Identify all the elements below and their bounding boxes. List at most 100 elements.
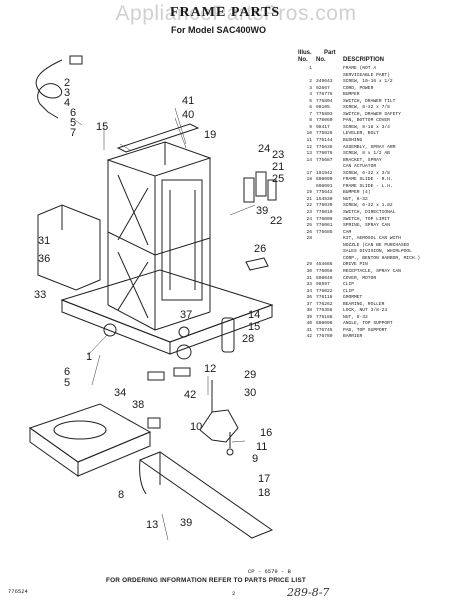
illus-cell: 30 — [306, 268, 312, 274]
part-no-cell: 775826 — [316, 131, 333, 137]
part-no-cell: 776009 — [316, 216, 333, 222]
spray-arm-assembly — [199, 409, 239, 443]
part-no-cell: 776262 — [316, 301, 333, 307]
illus-cell: 26 — [306, 229, 312, 235]
callout-37: 37 — [180, 309, 192, 321]
spray-arm-channel — [161, 179, 203, 301]
part-no-cell: 191942 — [316, 170, 333, 176]
callout-42: 42 — [184, 389, 196, 401]
top-support-angle — [116, 123, 200, 153]
illus-cell: 38 — [306, 308, 312, 314]
illus-cell: 40 — [306, 321, 312, 327]
spring-spray-can — [267, 179, 277, 201]
part-no-cell: 776022 — [316, 288, 333, 294]
illus-cell: 8 — [309, 118, 312, 124]
illus-cell: 2 — [309, 79, 312, 85]
callout-25: 25 — [272, 173, 284, 185]
part-no-cell: 776039 — [316, 203, 333, 209]
table-row: CORP., BENTON HARBOR, MICH.) — [298, 256, 468, 263]
description-cell: RECEPTACLE, SPRAY CAN — [343, 268, 401, 274]
callout-17: 17 — [258, 473, 270, 485]
callout-41: 41 — [182, 95, 194, 107]
callout-22: 22 — [270, 215, 282, 227]
part-no-cell: 98597 — [316, 282, 330, 288]
description-cell: FRAME (NOT A — [343, 66, 377, 71]
callout-13: 13 — [146, 519, 158, 531]
callout-30: 30 — [244, 387, 256, 399]
callout-18: 18 — [258, 487, 270, 499]
callout-10: 10 — [190, 421, 202, 433]
callout-5b: 5 — [64, 377, 70, 389]
part-no-cell: 92667 — [316, 85, 330, 91]
callout-28: 28 — [242, 333, 254, 345]
part-no-cell: 775144 — [316, 138, 333, 144]
callout-24: 24 — [258, 143, 270, 155]
part-no-cell: 776076 — [316, 151, 333, 157]
callout-16: 16 — [260, 427, 272, 439]
callout-12: 12 — [204, 363, 216, 375]
part-no-cell: 776745 — [316, 327, 333, 333]
description-cell: CAM — [343, 229, 352, 235]
part-no-cell: 454666 — [316, 262, 333, 268]
description-cell: NUT, 6-32 — [343, 196, 368, 202]
part-no-cell: 776188 — [316, 314, 333, 320]
switch-directional — [255, 171, 267, 197]
callout-39: 39 — [256, 205, 268, 217]
model-subtitle: For Model SAC400WO — [171, 25, 267, 35]
part-no-cell: 776010 — [316, 210, 333, 216]
callout-3: 3 — [64, 87, 70, 99]
description-cell: SCREW, 8-32 x 7/8 — [343, 105, 390, 111]
callout-5: 5 — [70, 117, 76, 129]
document-number: 776524 — [8, 588, 28, 595]
exploded-frame-diagram: 41 40 19 15 2 3 4 6 5 7 24 23 21 25 39 2… — [28, 55, 284, 541]
page-title: FRAME PARTS — [170, 5, 281, 20]
drawer-tilt-switch — [103, 323, 117, 337]
callout-26: 26 — [254, 243, 266, 255]
table-row: 13 776076 SCREW, 8 x 1/2 AB — [298, 151, 468, 158]
illus-cell: 24 — [306, 216, 312, 222]
callout-39b: 39 — [180, 517, 192, 529]
description-cell: BUMPER — [343, 92, 360, 98]
description-cell: BRACKET, SPRAY — [343, 157, 382, 163]
base-plate — [60, 269, 274, 343]
illus-cell: 29 — [306, 262, 312, 268]
callout-15b: 15 — [248, 321, 260, 333]
description-cell: DRIVE PIN — [343, 262, 368, 268]
illus-cell: 13 — [306, 151, 312, 157]
handwritten-note: 289-8-7 — [287, 586, 330, 599]
illus-cell: 34 — [306, 288, 312, 294]
description-cell: SCREW, 8 x 1/2 AB — [343, 151, 390, 157]
callout-6b: 6 — [64, 366, 70, 378]
header-part-no: No. — [316, 57, 326, 63]
description-cell: SCREW, 6-32 x 1.82 — [343, 203, 393, 209]
table-row: NOZZLE (CAN BE PURCHASED — [298, 243, 468, 250]
table-row: SALES DIVISION, WHIRLPOOL — [298, 249, 468, 256]
header-description: DESCRIPTION — [343, 57, 385, 63]
description-cell: CORP., BENTON HARBOR, MICH.) — [343, 255, 421, 261]
part-no-cell: 775803 — [316, 111, 333, 117]
table-row: 29 454666 DRIVE PIN — [298, 262, 468, 269]
illus-cell: 36 — [306, 295, 312, 301]
description-cell: ANGLE, TOP SUPPORT — [343, 321, 393, 327]
callout-21: 21 — [272, 161, 284, 173]
illus-cell: 1 — [309, 66, 312, 71]
table-row: 1 FRAME (NOT A — [298, 66, 468, 73]
part-no-cell: 98105 — [316, 105, 330, 111]
illus-cell: 10 — [306, 131, 312, 137]
description-cell: CLIP — [343, 288, 355, 294]
